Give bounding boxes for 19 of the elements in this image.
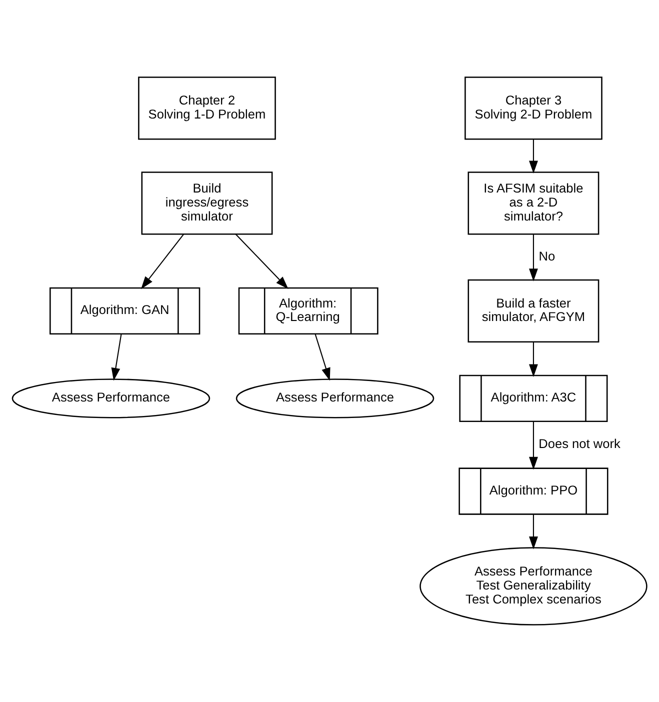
edge-label: Does not work: [538, 436, 620, 452]
node-box: Build ingress/egress simulator: [141, 172, 273, 235]
node-box: Chapter 2 Solving 1-D Problem: [138, 76, 276, 140]
arrow: [528, 342, 538, 378]
node-ellipse: Assess Performance: [12, 378, 210, 418]
arrow: [235, 234, 288, 290]
node-box: Is AFSIM suitable as a 2-D simulator?: [468, 172, 600, 235]
arrow: [140, 234, 184, 290]
arrow: [528, 514, 538, 550]
node-ellipse: Assess Performance: [236, 378, 434, 418]
arrow: [111, 334, 122, 381]
arrow: [314, 334, 330, 381]
node-ellipse: Assess Performance Test Generalizability Test Complex scenarios: [420, 547, 648, 626]
node-box: Chapter 3 Solving 2-D Problem: [464, 76, 602, 140]
arrow: [528, 139, 538, 174]
node-box: Build a faster simulator, AFGYM: [468, 279, 600, 342]
arrow: [528, 421, 538, 470]
arrow: [528, 234, 538, 282]
edge-label: No: [538, 248, 556, 264]
